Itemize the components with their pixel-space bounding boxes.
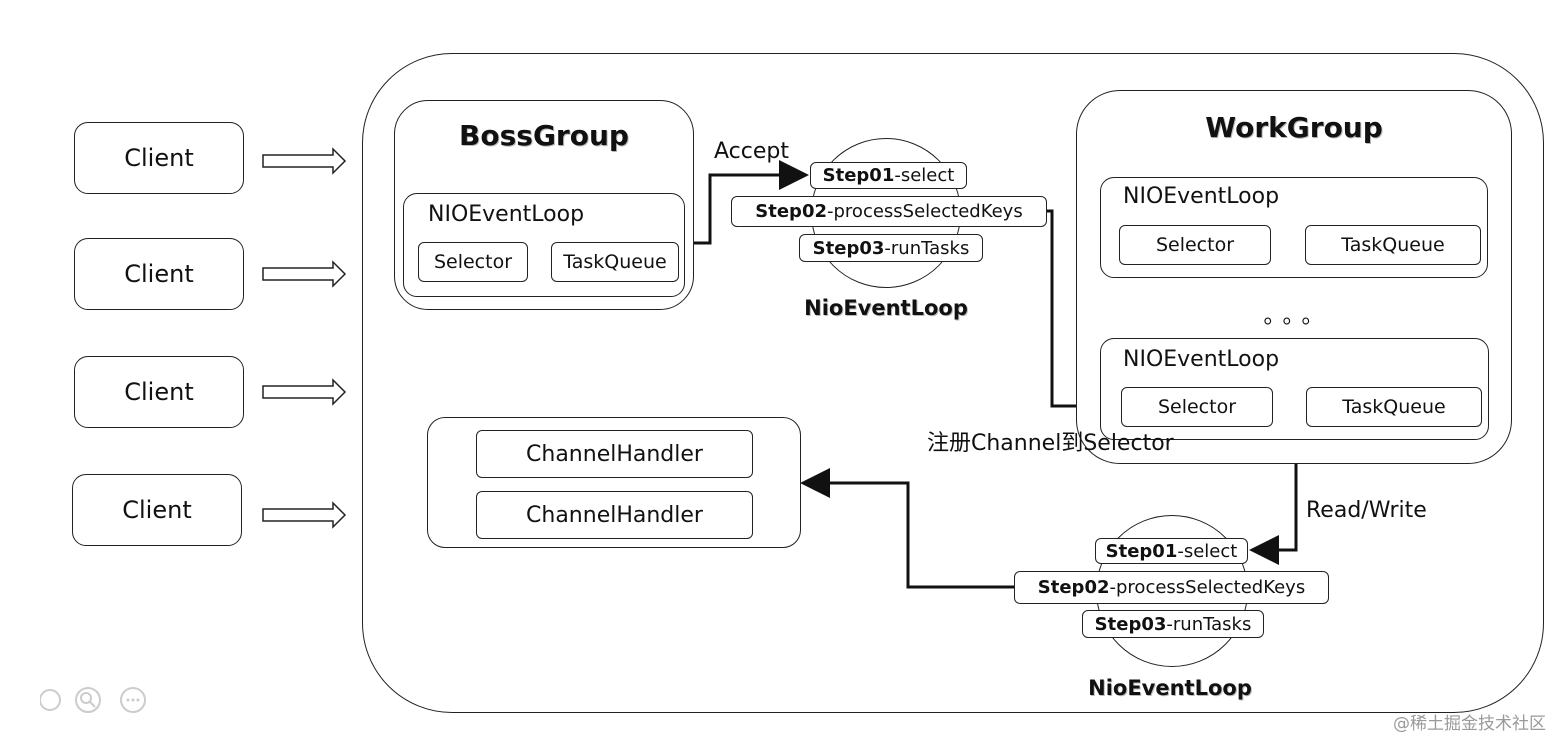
boss-task-queue: TaskQueue [551,242,679,282]
channel-handler-container: ChannelHandler ChannelHandler [427,417,801,548]
client-arrow-1 [262,147,347,175]
boss-selector: Selector [418,242,528,282]
client-arrows [262,147,347,529]
nio-bottom-step-2: Step02-processSelectedKeys [1014,571,1329,604]
nio-bottom-step-3: Step03-runTasks [1082,610,1264,638]
step-text: -processSelectedKeys [827,201,1023,222]
work-selector-1: Selector [1119,225,1271,265]
work-selector-label: Selector [1157,396,1237,418]
client-arrow-4 [262,501,347,529]
client-label: Client [124,260,194,288]
handler-arrow [800,468,1014,589]
accept-arrow [682,160,809,245]
work-event-loop-title: NIOEventLoop [1123,184,1280,209]
step-num: Step02 [755,201,827,222]
step-num: Step01 [1105,540,1178,562]
work-task-queue-label: TaskQueue [1341,234,1445,256]
client-label: Client [124,378,194,406]
client-label: Client [122,496,192,524]
work-selector-2: Selector [1121,387,1273,427]
client-box-1: Client [74,122,244,194]
nio-loop-bottom-caption: NioEventLoop [1088,676,1252,700]
work-task-queue-label: TaskQueue [1342,396,1446,418]
server-container [362,53,1544,713]
nio-bottom-step-1: Step01-select [1095,538,1248,564]
work-task-queue-2: TaskQueue [1306,387,1482,427]
read-write-label: Read/Write [1306,498,1427,523]
zoom-icon [75,687,101,713]
work-group-ellipsis: 。。。 [1263,304,1332,329]
work-event-loop-title: NIOEventLoop [1123,347,1280,372]
channel-handler-2: ChannelHandler [476,491,753,539]
more-icon [120,687,146,713]
boss-event-loop: NIOEventLoop Selector TaskQueue [403,193,685,297]
step-num: Step02 [1037,577,1110,598]
nio-loop-top-caption: NioEventLoop [804,296,968,320]
nio-top-step-3: Step03-runTasks [799,234,983,262]
viewer-prev-icon [40,689,61,711]
register-label: 注册Channel到Selector [927,431,1174,456]
boss-selector-label: Selector [433,251,513,273]
client-label: Client [124,144,194,172]
client-box-3: Client [74,356,244,428]
step-text: -runTasks [884,237,970,259]
nio-top-step-2: Step02-processSelectedKeys [731,196,1047,227]
work-selector-label: Selector [1155,234,1235,256]
channel-handler-1: ChannelHandler [476,430,753,478]
work-event-loop-1: NIOEventLoop Selector TaskQueue [1100,177,1488,278]
channel-handler-label: ChannelHandler [526,441,703,467]
nio-top-step-1: Step01-select [810,162,967,189]
boss-group: BossGroup NIOEventLoop Selector TaskQueu… [394,100,694,310]
step-text: -processSelectedKeys [1109,577,1306,598]
step-text: -select [1177,540,1238,562]
step-num: Step03 [812,237,885,259]
boss-event-loop-title: NIOEventLoop [428,202,585,227]
work-task-queue-1: TaskQueue [1305,225,1481,265]
step-num: Step03 [1094,613,1167,635]
read-write-arrow [1249,440,1298,565]
step-num: Step01 [822,165,895,186]
boss-group-title: BossGroup [459,119,629,152]
boss-task-queue-label: TaskQueue [563,251,667,273]
step-text: -runTasks [1166,613,1252,635]
viewer-controls [40,687,146,713]
watermark: @稀土掘金技术社区 [1393,714,1546,734]
client-arrow-3 [262,378,347,406]
work-group-title: WorkGroup [1205,111,1383,144]
client-arrow-2 [262,260,347,288]
step-text: -select [894,165,955,186]
accept-label: Accept [714,139,789,164]
work-event-loop-2: NIOEventLoop Selector TaskQueue [1100,338,1489,440]
client-box-4: Client [72,474,242,546]
channel-handler-label: ChannelHandler [526,502,703,528]
client-box-2: Client [74,238,244,310]
